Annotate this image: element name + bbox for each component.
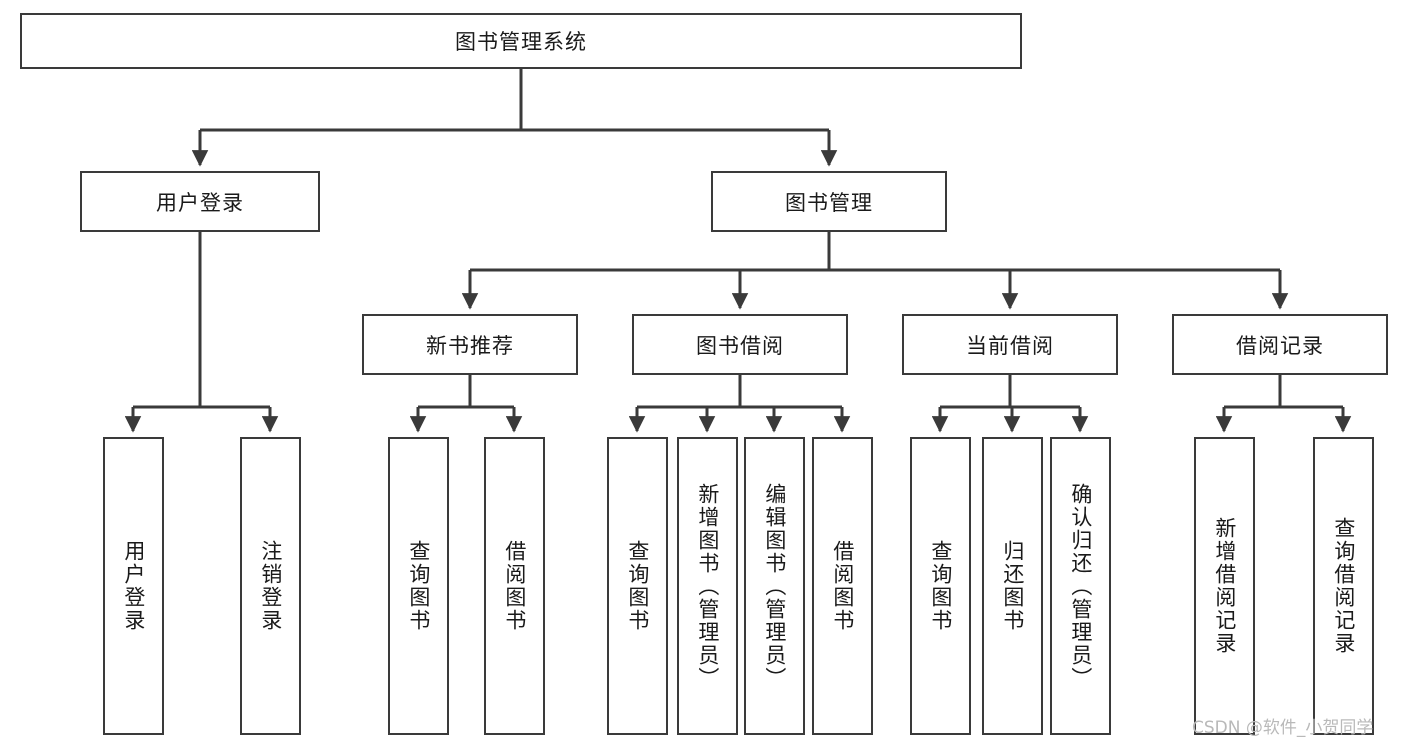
- node-book-borrow-label: 图书借阅: [696, 333, 784, 358]
- node-borrow-record[interactable]: 借阅记录: [1172, 314, 1388, 375]
- node-leaf-edit-book-label: 编辑图书（管理员）: [762, 482, 787, 690]
- node-leaf-query-book-2-label: 查询图书: [625, 540, 650, 632]
- connector-group-root: [191, 69, 838, 167]
- connector-group-book-borrow-leaves: [628, 375, 851, 433]
- node-leaf-user-logout-label: 注销登录: [258, 540, 283, 632]
- node-root-label: 图书管理系统: [455, 30, 587, 54]
- node-leaf-user-logout[interactable]: 注销登录: [240, 437, 301, 735]
- watermark: CSDN @软件_小贺同学: [1192, 718, 1374, 738]
- node-leaf-borrow-book-2-label: 借阅图书: [830, 540, 855, 632]
- node-leaf-return-book[interactable]: 归还图书: [982, 437, 1043, 735]
- node-user-login-label: 用户登录: [156, 190, 244, 215]
- node-book-manage-label: 图书管理: [785, 190, 873, 215]
- node-user-login[interactable]: 用户登录: [80, 171, 320, 232]
- node-leaf-add-record-label: 新增借阅记录: [1212, 517, 1237, 655]
- node-leaf-add-record[interactable]: 新增借阅记录: [1194, 437, 1255, 735]
- node-new-book-rec-label: 新书推荐: [426, 333, 514, 358]
- connector-group-current-borrow-leaves: [931, 375, 1089, 433]
- node-leaf-query-record[interactable]: 查询借阅记录: [1313, 437, 1374, 735]
- node-leaf-query-book-3-label: 查询图书: [928, 540, 953, 632]
- node-leaf-query-book-2[interactable]: 查询图书: [607, 437, 668, 735]
- node-leaf-edit-book[interactable]: 编辑图书（管理员）: [744, 437, 805, 735]
- node-book-manage[interactable]: 图书管理: [711, 171, 947, 232]
- node-leaf-query-book-1-label: 查询图书: [406, 540, 431, 632]
- node-leaf-borrow-book-1-label: 借阅图书: [502, 540, 527, 632]
- connector-group-book-manage: [461, 232, 1289, 310]
- node-current-borrow-label: 当前借阅: [966, 333, 1054, 358]
- node-leaf-add-book-label: 新增图书（管理员）: [695, 482, 720, 690]
- node-book-borrow[interactable]: 图书借阅: [632, 314, 848, 375]
- connector-group-user-login-leaves: [124, 232, 279, 433]
- node-leaf-add-book[interactable]: 新增图书（管理员）: [677, 437, 738, 735]
- node-root[interactable]: 图书管理系统: [20, 13, 1022, 69]
- node-leaf-query-book-1[interactable]: 查询图书: [388, 437, 449, 735]
- node-leaf-query-book-3[interactable]: 查询图书: [910, 437, 971, 735]
- node-leaf-return-book-label: 归还图书: [1000, 540, 1025, 632]
- node-leaf-user-login[interactable]: 用户登录: [103, 437, 164, 735]
- node-new-book-rec[interactable]: 新书推荐: [362, 314, 578, 375]
- node-leaf-user-login-label: 用户登录: [121, 540, 146, 632]
- node-current-borrow[interactable]: 当前借阅: [902, 314, 1118, 375]
- node-leaf-confirm-return[interactable]: 确认归还（管理员）: [1050, 437, 1111, 735]
- node-borrow-record-label: 借阅记录: [1236, 333, 1324, 358]
- connector-group-borrow-record-leaves: [1215, 375, 1352, 433]
- node-leaf-borrow-book-2[interactable]: 借阅图书: [812, 437, 873, 735]
- node-leaf-borrow-book-1[interactable]: 借阅图书: [484, 437, 545, 735]
- node-leaf-query-record-label: 查询借阅记录: [1331, 517, 1356, 655]
- connector-group-new-book-rec-leaves: [409, 375, 523, 433]
- node-leaf-confirm-return-label: 确认归还（管理员）: [1068, 482, 1093, 690]
